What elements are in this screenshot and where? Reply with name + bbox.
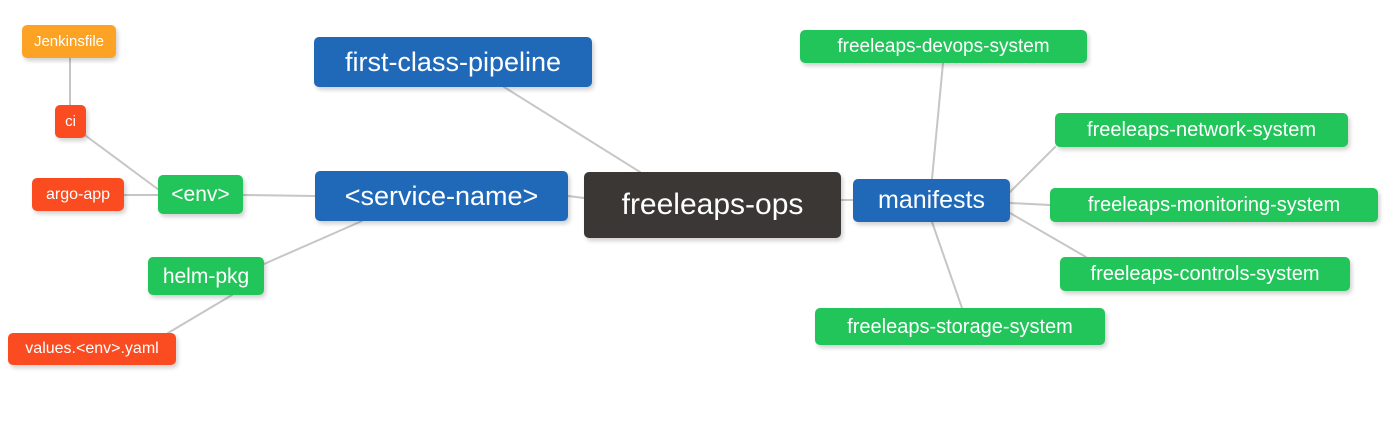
edge-manifests-to-freeleaps-network-system xyxy=(1009,146,1056,193)
edge-first-class-pipeline-to-freeleaps-ops xyxy=(503,86,641,173)
node-first-class-pipeline[interactable]: first-class-pipeline xyxy=(314,37,592,87)
edge-helm-pkg-to-service-name xyxy=(263,220,363,265)
node-env[interactable]: <env> xyxy=(158,175,243,214)
node-argo-app[interactable]: argo-app xyxy=(32,178,124,211)
node-values-env-yaml[interactable]: values.<env>.yaml xyxy=(8,333,176,365)
node-service-name[interactable]: <service-name> xyxy=(315,171,568,221)
node-freeleaps-ops[interactable]: freeleaps-ops xyxy=(584,172,841,238)
edge-ci-to-env xyxy=(81,132,160,191)
edge-service-name-to-freeleaps-ops xyxy=(567,195,585,199)
edge-manifests-to-freeleaps-monitoring-system xyxy=(1009,202,1051,206)
node-jenkinsfile[interactable]: Jenkinsfile xyxy=(22,25,116,58)
edge-manifests-to-freeleaps-storage-system xyxy=(931,221,963,309)
node-freeleaps-devops-system[interactable]: freeleaps-devops-system xyxy=(800,30,1087,63)
edge-manifests-to-freeleaps-controls-system xyxy=(1009,212,1087,258)
node-freeleaps-monitoring-system[interactable]: freeleaps-monitoring-system xyxy=(1050,188,1378,222)
edge-values-env-yaml-to-helm-pkg xyxy=(167,294,233,334)
node-helm-pkg[interactable]: helm-pkg xyxy=(148,257,264,295)
node-ci[interactable]: ci xyxy=(55,105,86,138)
node-manifests[interactable]: manifests xyxy=(853,179,1010,222)
edge-manifests-to-freeleaps-devops-system xyxy=(931,62,944,180)
node-freeleaps-controls-system[interactable]: freeleaps-controls-system xyxy=(1060,257,1350,291)
node-freeleaps-storage-system[interactable]: freeleaps-storage-system xyxy=(815,308,1105,345)
edge-env-to-service-name xyxy=(242,194,316,197)
node-freeleaps-network-system[interactable]: freeleaps-network-system xyxy=(1055,113,1348,147)
